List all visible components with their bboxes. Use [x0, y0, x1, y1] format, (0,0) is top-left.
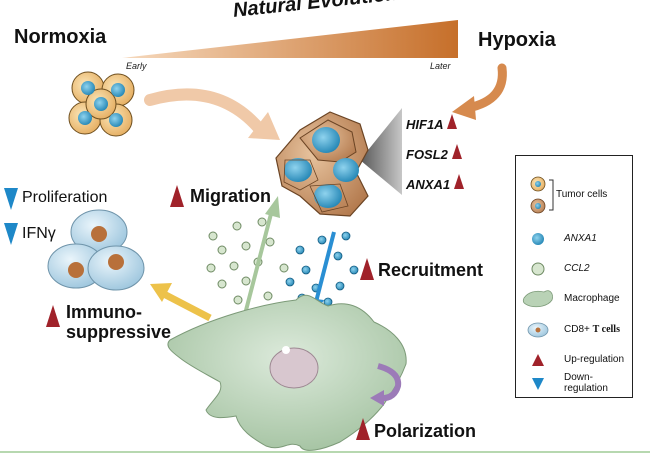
legend-tumor-cells: Tumor cells	[556, 189, 608, 200]
migration-arrow	[242, 209, 274, 319]
recruitment-up-icon	[360, 258, 374, 280]
legend-macrophage: Macrophage	[564, 293, 620, 304]
macrophage-nucleus	[269, 347, 319, 389]
immunosuppressive-up-icon	[46, 305, 60, 327]
up-arrow-icon	[446, 114, 457, 129]
legend-box: Tumor cells ANXA1 CCL2 Macrophage CD8+ T…	[515, 155, 633, 398]
gene-hif1a: HIF1A	[406, 114, 457, 132]
migration-up-icon	[170, 185, 184, 207]
ifn-gamma-label: IFNγ	[22, 225, 56, 242]
gene-anxa1: ANXA1	[406, 174, 464, 192]
ifn-down-icon	[4, 223, 18, 245]
up-arrow-icon	[451, 144, 462, 159]
legend-down-regulation: Down- regulation	[564, 372, 608, 394]
proliferation-down-icon	[4, 188, 18, 210]
evolution-wedge	[122, 20, 458, 58]
legend-cd8-t-cells: CD8+ T cells	[564, 324, 620, 335]
cd8-t-cells	[47, 209, 145, 291]
proliferation-label: Proliferation	[22, 189, 108, 206]
polarization-arrow	[377, 363, 402, 402]
migration-label: Migration	[190, 186, 271, 206]
recruitment-label: Recruitment	[378, 260, 484, 280]
evolution-arrow	[144, 88, 268, 138]
polarization-label: Polarization	[374, 421, 477, 441]
hypoxia-label: Hypoxia	[478, 29, 556, 51]
later-label: Later	[430, 61, 451, 71]
gene-fosl2: FOSL2	[406, 144, 462, 162]
early-label: Early	[126, 61, 147, 71]
legend-symbols	[522, 176, 554, 390]
normoxia-tumor-cells	[68, 71, 135, 137]
immunosuppressive-label: Immuno- suppressive	[66, 302, 172, 342]
gene-cone	[360, 108, 402, 195]
legend-ccl2: CCL2	[564, 263, 590, 274]
recruitment-arrow	[314, 231, 336, 303]
normoxia-label: Normoxia	[14, 26, 107, 48]
legend-up-regulation: Up-regulation	[564, 354, 625, 365]
hypoxic-tumor-cluster	[275, 111, 369, 217]
immunosuppression-arrow	[158, 288, 212, 322]
legend-anxa1: ANXA1	[564, 233, 597, 244]
polarization-up-icon	[356, 418, 370, 440]
ccl2-particles	[206, 217, 289, 305]
up-arrow-icon	[453, 174, 464, 189]
